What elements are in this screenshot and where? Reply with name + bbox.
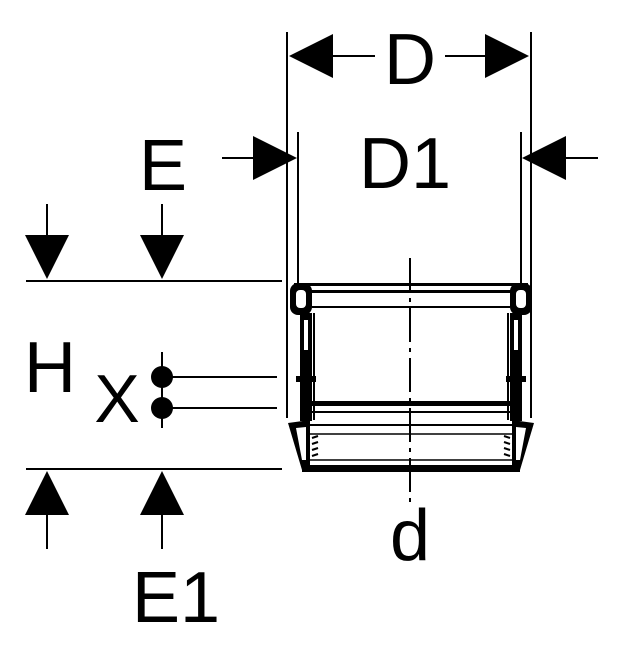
dimension-d-inner: d bbox=[390, 258, 430, 576]
label-e: E bbox=[139, 126, 187, 206]
arrow-e1-top bbox=[140, 235, 184, 279]
arrow-h-bottom bbox=[25, 471, 69, 515]
dimension-x: X bbox=[94, 352, 277, 437]
arrow-d-left bbox=[289, 34, 333, 78]
socket-thread-marks bbox=[311, 435, 511, 457]
socket-lower-left-flare bbox=[288, 420, 310, 470]
socket-lower-left-flare-inner bbox=[296, 427, 306, 460]
arrow-d1-right bbox=[522, 136, 566, 180]
socket-rim-right-cap-inner bbox=[516, 290, 526, 308]
dimension-h: H bbox=[24, 204, 282, 549]
socket-lower-right-flare-inner bbox=[516, 427, 526, 460]
socket-left-step bbox=[296, 376, 316, 382]
label-x: X bbox=[94, 361, 139, 437]
label-d1: D1 bbox=[359, 124, 451, 204]
arrow-e1-bottom bbox=[140, 471, 184, 515]
arrow-d1-left bbox=[253, 136, 297, 180]
label-d: D bbox=[384, 20, 436, 100]
socket-right-wall bbox=[510, 313, 522, 421]
label-e1: E1 bbox=[132, 558, 220, 638]
arrow-h-top bbox=[25, 235, 69, 279]
socket-lower-right-flare bbox=[512, 420, 534, 470]
label-h: H bbox=[24, 328, 76, 408]
socket-right-step bbox=[506, 376, 526, 382]
socket-right-wall-inner bbox=[514, 320, 518, 350]
socket-left-wall-inner bbox=[304, 320, 308, 350]
dimension-e1: E1 bbox=[132, 204, 220, 638]
arrow-d-right bbox=[485, 34, 529, 78]
socket-rim-left-cap-inner bbox=[296, 290, 306, 308]
socket-left-wall bbox=[300, 313, 312, 421]
dimension-d: D bbox=[286, 20, 532, 418]
socket-seal-band-top bbox=[312, 401, 510, 406]
label-d-inner: d bbox=[390, 496, 430, 576]
dimension-d1: D1 bbox=[222, 124, 598, 290]
